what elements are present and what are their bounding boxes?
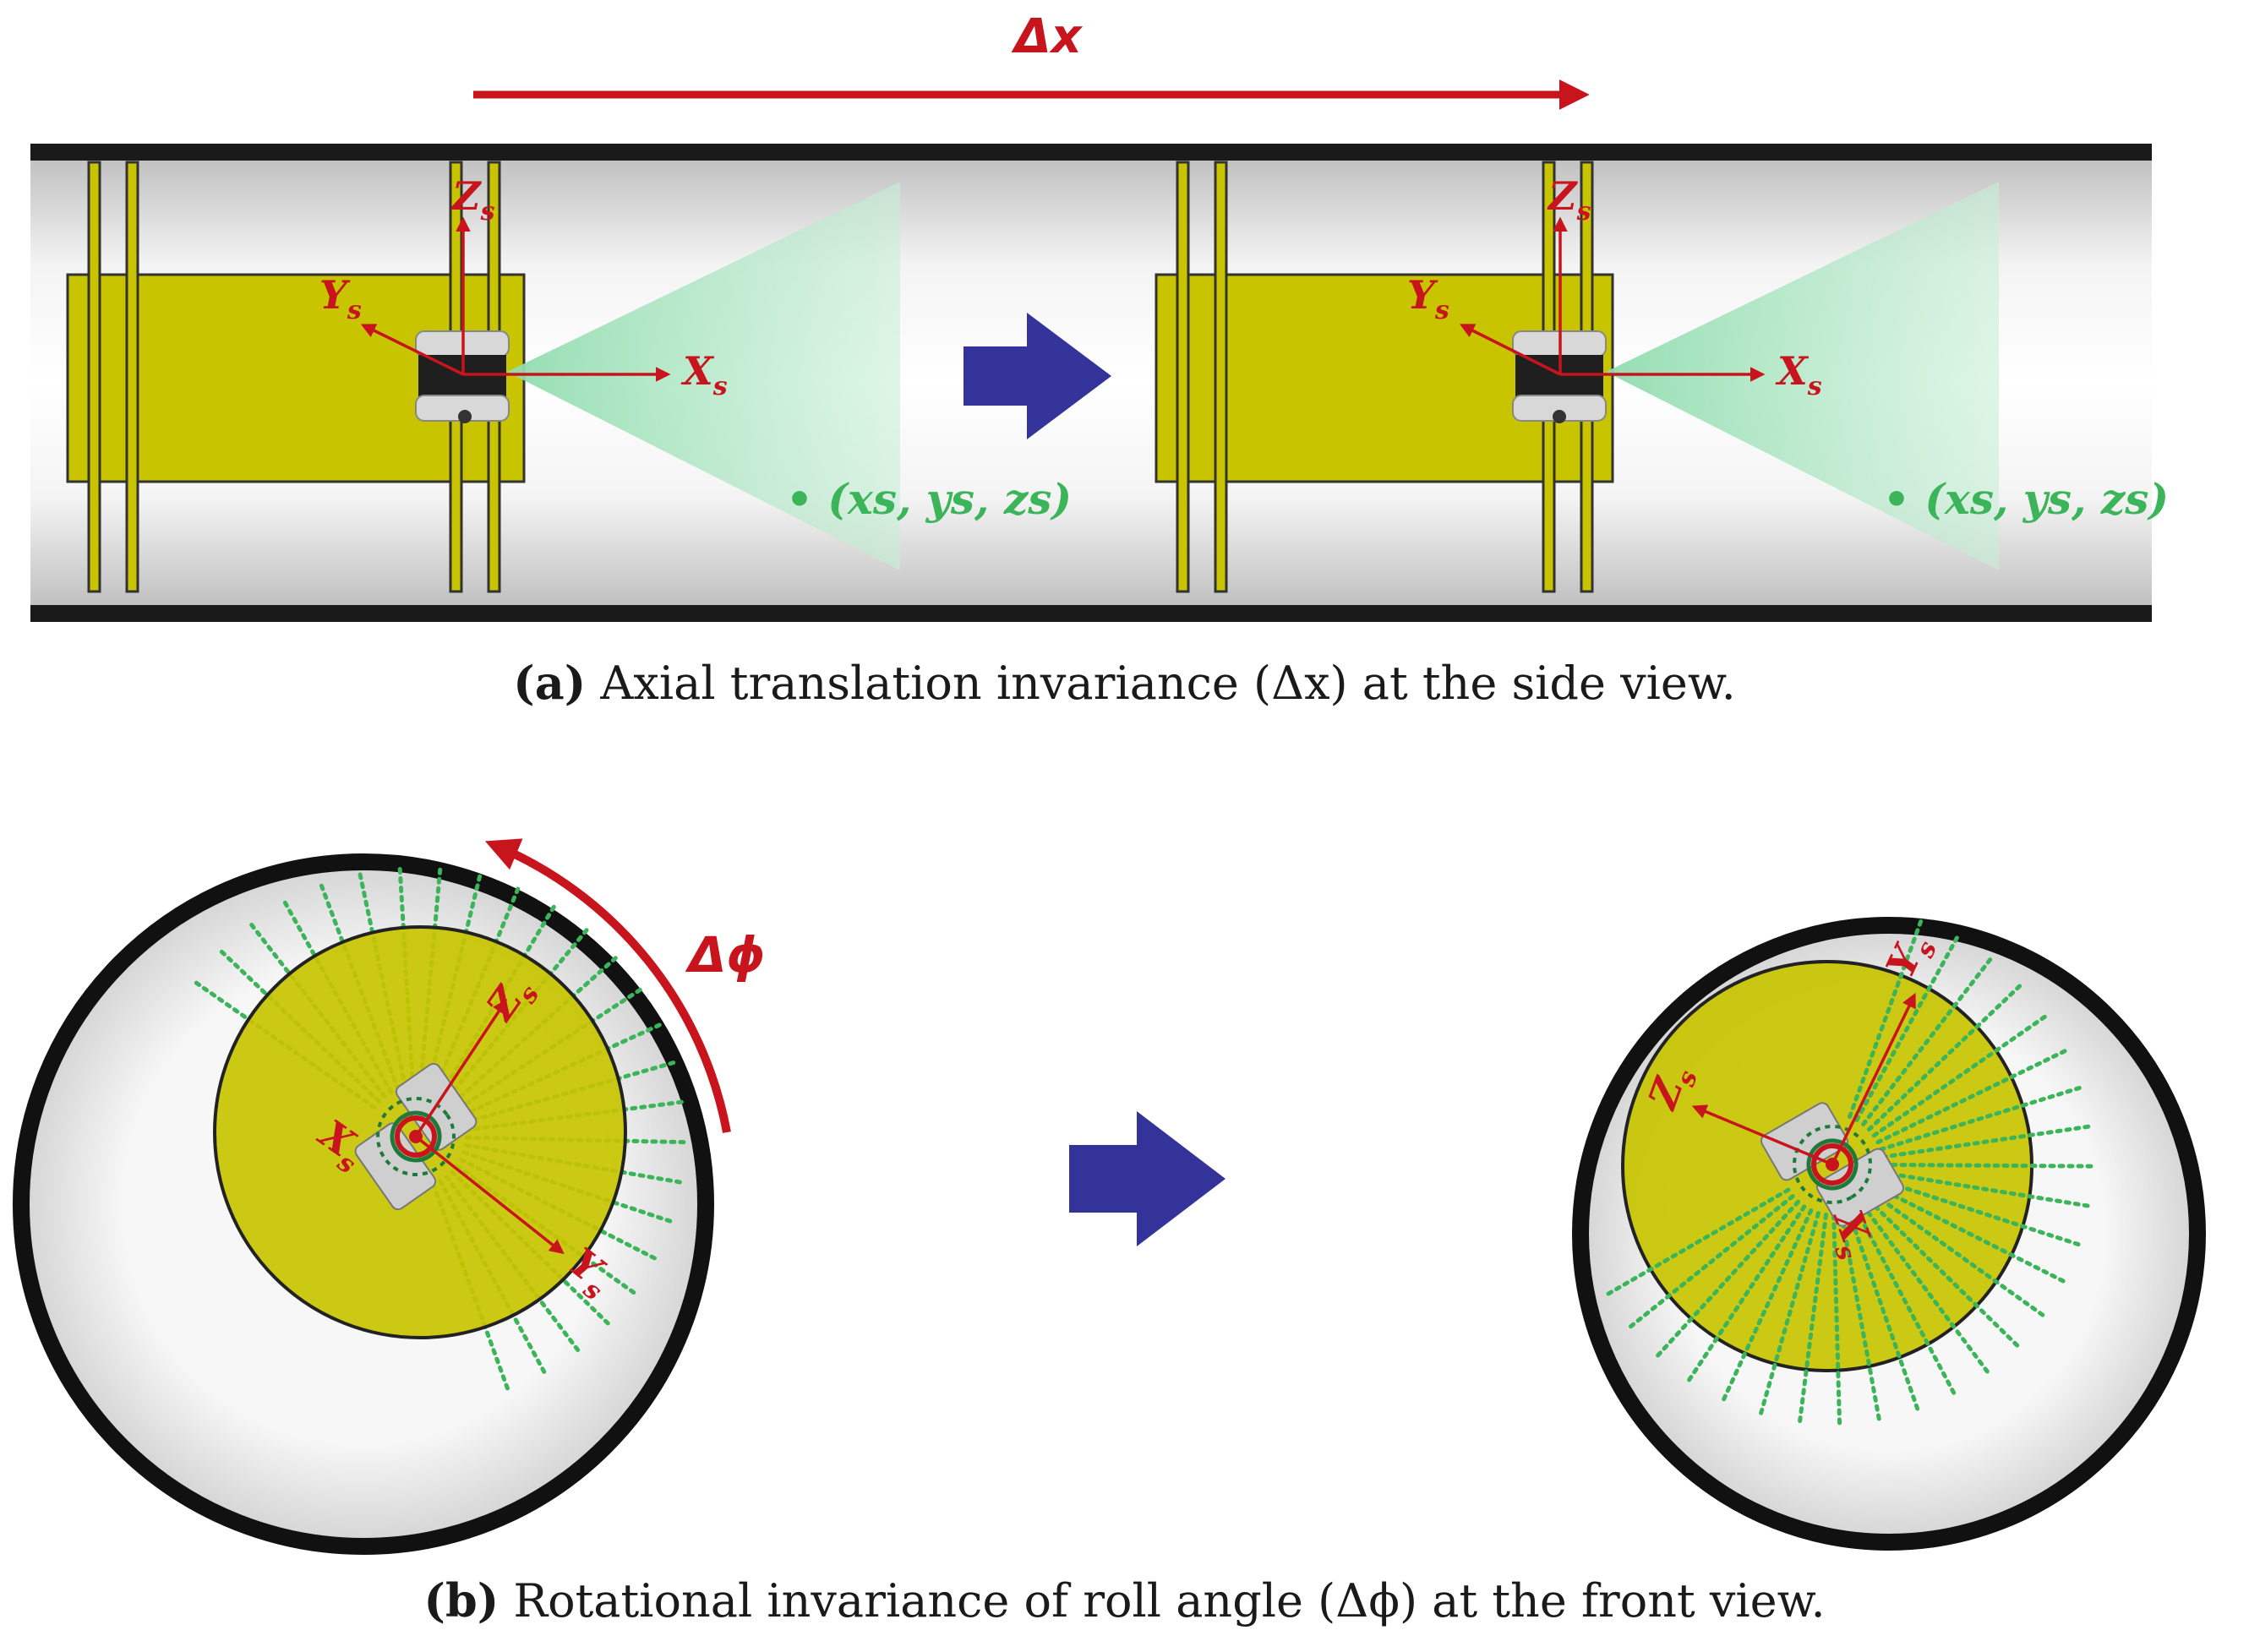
y-axis-arrow [1831,992,1916,1165]
pipe-wall-top [30,144,2152,161]
robot-end: Xs Zs Ys • (xs, ys, zs) [1155,161,2169,593]
scan-ray [1720,1208,1814,1404]
sensor-origin [1811,1143,1853,1186]
pipe-wall-bottom [30,605,2152,622]
y-axis-arrow [1459,324,1561,376]
x-axis-label: Xs [680,348,728,401]
robot-start: Xs Zs Ys • (xs, ys, zs) [66,161,1072,593]
scan-ray [1861,954,1995,1126]
caption-b-label: (b) [423,1573,499,1627]
scan-ray [1853,1207,1958,1398]
panel-b: Zs Ys Xs Δϕ Zs Ys Xs [13,838,2206,1555]
scan-ray [1875,1047,2071,1145]
scan-ray [1854,932,1961,1122]
sensor-origin [395,1115,437,1158]
panel-a: Δx Xs Zs Ys • (xs, ys, zs) [30,9,2169,622]
z-axis-label: Zs [1547,173,1591,226]
right-arrow-icon [963,313,1111,439]
caption-a: (a) Axial translation invariance (Δx) at… [0,656,2249,710]
front-view-end: Zs Ys Xs [1572,916,2206,1551]
y-axis-arrow [360,324,464,376]
scan-ray [1758,1211,1820,1419]
front-view-start: Zs Ys Xs [13,853,714,1555]
y-axis-label: Ys [319,272,362,325]
scan-ray [1880,1170,2093,1209]
scan-ray [1866,981,2024,1132]
delta-phi-label: Δϕ [685,926,765,984]
curved-arrow-icon [484,838,731,1133]
scan-ray [1839,1212,1882,1425]
lidar-fov [1606,182,1999,570]
z-axis-arrow [1691,1104,1833,1166]
scan-ray [1603,1187,1791,1298]
point-coordinate-label: • (xs, ys, zs) [786,474,1072,524]
y-axis-arrow [414,1135,565,1255]
caption-b: (b) Rotational invariance of roll angle … [0,1573,2249,1627]
scan-points [1603,916,2097,1429]
x-axis-label: Xs [1775,348,1822,401]
right-arrow-icon [1069,1111,1225,1246]
scan-ray [1684,1204,1807,1385]
scan-ray [1847,1210,1921,1415]
scan-ray [1848,916,1924,1120]
delta-x-label: Δx [1011,9,1083,64]
scan-ray [1878,1178,2084,1248]
scan-ray [1875,1185,2069,1285]
scan-ray [1860,1202,1992,1377]
scan-ray [1880,1124,2094,1159]
scan-ray [1866,1197,2022,1350]
scan-ray [1871,1012,2050,1138]
y-axis-label: Ys [1407,272,1449,325]
lidar-sensor-icon [1760,1102,1905,1227]
z-axis-arrow [414,999,507,1137]
scan-ray [1878,1084,2085,1152]
scan-ray [1653,1199,1801,1360]
caption-a-label: (a) [513,656,587,710]
scan-ray [1881,1162,2097,1169]
scan-ray [1625,1194,1795,1331]
scan-ray [1871,1191,2048,1319]
caption-b-text: Rotational invariance of roll angle (Δϕ)… [513,1574,1826,1627]
scan-ray [1797,1213,1828,1427]
scan-ray [1831,1213,1842,1429]
lidar-fov [507,182,900,570]
z-axis-label: Zs [450,173,495,226]
point-coordinate-label: • (xs, ys, zs) [1883,474,2169,524]
caption-a-text: Axial translation invariance (Δx) at the… [600,657,1736,710]
